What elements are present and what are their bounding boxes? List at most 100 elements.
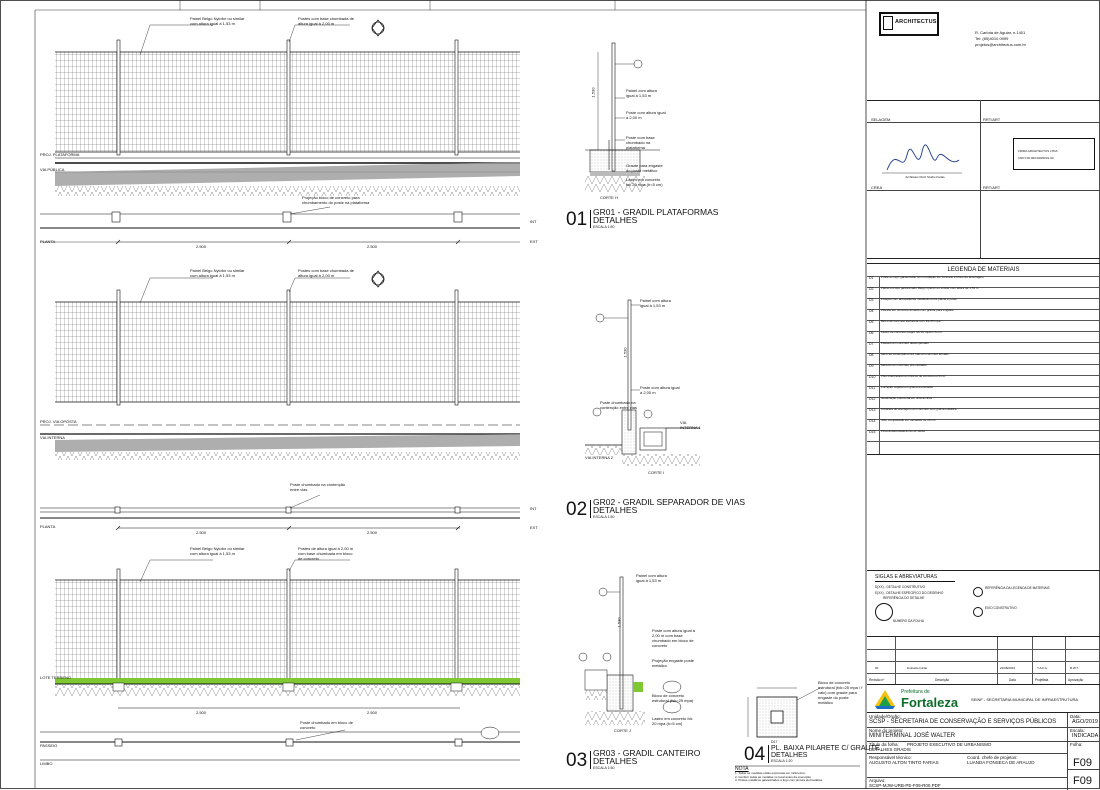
d2-ground-b: VIA INTERNA: [40, 435, 65, 440]
rrt-label-2: RRT/ART: [983, 185, 1001, 190]
col-revisao: Revisão nº: [869, 678, 885, 682]
sigla-3: REFERÊNCIA DA LEGENDA DE MATERIAIS: [985, 586, 1050, 590]
d2-title-rule: [590, 500, 591, 518]
d3-section-label: CORTE J: [614, 728, 632, 733]
legenda-col-rule: [879, 276, 880, 454]
firm-logo: ARCHITECTUS: [879, 12, 939, 36]
info-rule-5: [1067, 769, 1100, 770]
legenda-text: Passeio em concreto desempenado: [881, 342, 929, 345]
d4-title: PL. BAIXA PILARETE C/ GRAUTE: [771, 745, 880, 752]
legenda-code: D10: [869, 375, 876, 379]
nota-title: NOTA: [735, 766, 749, 772]
nota-line-2: 2. Conferir todas as medidas no local an…: [735, 774, 812, 779]
legenda-text: Pilarete em concreto armado com graute p…: [881, 309, 954, 312]
arquivo-value: SCSP-MJW-URB-PE-F09-R00.PDF: [869, 783, 941, 788]
d1-number: 01: [566, 209, 588, 230]
d4-number: 04: [744, 744, 766, 765]
data-value: AGO/2019: [1072, 719, 1098, 725]
d2-ground-a: PROJ. VIA OPOSTA: [40, 419, 77, 424]
coord-label: Coord. chefe de projetos:: [967, 755, 1018, 760]
d3-elevation: [55, 559, 520, 709]
d2-note-panel: Painel Belgo Nylofor ou similar com altu…: [190, 268, 245, 278]
d4-scale: ESCALA 1:20: [771, 759, 793, 763]
d3-sec-note-5: Lastro em concreto fck 20 mpa (h=5 cm): [652, 716, 693, 726]
firm-email: projetos@architectus.com.br: [975, 42, 1026, 47]
sigla-legend-ref-icon: [973, 587, 983, 597]
seal-rule-2: [867, 190, 1100, 191]
d1-subtitle: DETALHES: [593, 215, 638, 225]
seal-rule-1: [867, 122, 1100, 123]
d1-plan: [40, 206, 520, 245]
legenda-title: LEGENDA DE MATERIAIS: [867, 264, 1100, 277]
firm-header: ARCHITECTUS R. Carlota de Aguiar, n.1401…: [867, 0, 1100, 101]
resp-value: AUGUSTO ALTON TINTO FARIAS: [869, 760, 939, 765]
d2-sec-note-1: Painel com altura igual à 1,53 m: [640, 298, 671, 308]
legenda-text: Lastro de concreto magro fck 20 mpa h=5 …: [881, 331, 942, 334]
firm-logo-text: ARCHITECTUS: [895, 19, 937, 25]
seal-area: SELAGEM RRT/ART Architetus Diniz Studio …: [867, 100, 1100, 259]
legenda-code: D5: [869, 320, 874, 324]
d3-sec-note-1: Painel com altura igual à 1,53 m: [636, 573, 667, 583]
d2-sec-note-2: Poste com altura igual à 2,00 m: [640, 385, 680, 395]
legenda-text: Canaleta de drenagem em concreto com gre…: [881, 408, 957, 411]
rev-col-rule-2: [997, 637, 998, 685]
titulo-label: Título da folha:: [869, 742, 899, 747]
sigla-1: D(XX) - DETALHE CONSTRUTIVO: [875, 585, 926, 589]
legenda-code: D6: [869, 331, 874, 335]
firm-phone: Tel: (85)4010 0999: [975, 36, 1009, 41]
d1-section: [585, 42, 660, 192]
rev-aprovacao: B.W.T.: [1070, 666, 1079, 670]
sigla-4: REFERÊNCIA DO DETALHE: [883, 596, 925, 600]
d2-dim-2: 2.500: [367, 530, 378, 535]
rev-col-rule-3: [1032, 637, 1033, 685]
siglas-block: SIGLAS E ABREVIATURAS D(XX) - DETALHE CO…: [867, 570, 1100, 637]
d3-dim-1: 2.500: [196, 710, 207, 715]
folha-value-2: F09: [1073, 775, 1092, 787]
seinf-label: SEINF - SECRETARIA MUNICIPAL DE INFRAEST…: [971, 697, 1079, 702]
d1-section-label: CORTE H: [600, 195, 618, 200]
projeto-label: Nome do projeto:: [869, 728, 904, 733]
d1-ground-a: PROJ. PLATAFORMA: [40, 152, 80, 157]
d3-ground-b: PASSEIO: [40, 743, 58, 748]
d1-sec-note-3: Poste com base chumbado na plataforma: [626, 135, 655, 150]
rev-rule-1: [867, 649, 1100, 650]
project-info: Unidade/Órgão: SCSP - SECRETARIA DE CONS…: [867, 712, 1100, 790]
d3-note-post: Postes de altura igual à 2,00 m com base…: [298, 546, 354, 561]
prefeitura-logo-icon: [875, 690, 895, 709]
d2-height: 1.530: [622, 347, 628, 358]
info-rule-2: [867, 741, 1100, 742]
d3-height: 1.530: [616, 617, 622, 628]
d2-scale: ESCALA 1:50: [593, 515, 615, 519]
d1-ground-b: VIA PÚBLICA: [40, 167, 65, 172]
d2-planta: PLANTA: [40, 524, 56, 529]
d1-title: GR01 - GRADIL PLATAFORMAS: [593, 207, 719, 217]
d4-tag: D17: [771, 740, 778, 744]
rev-col-rule-4: [1065, 637, 1066, 685]
sigla-2: E(XX) - DETALHE ESPECÍFICO DO DESENHO: [875, 591, 944, 595]
info-col-rule: [1067, 713, 1068, 790]
title-block: ARCHITECTUS R. Carlota de Aguiar, n.1401…: [867, 0, 1100, 790]
d1-dim-1: 2.500: [196, 244, 207, 249]
d3-note-panel: Painel Belgo Nylofor ou similar com altu…: [190, 546, 245, 556]
sigla-5: EIXO CONSTRUTIVO: [985, 606, 1017, 610]
stamp-line-2: CNPJ 00.000.000/0001-00: [1018, 156, 1054, 160]
d3-number: 03: [566, 750, 588, 771]
d3-plan: [40, 726, 520, 761]
stamp-box: FIRMA ARCHITECTUS LTDA CNPJ 00.000.000/0…: [1013, 138, 1095, 170]
d4-subtitle: DETALHES: [771, 752, 808, 759]
rev-col-rule-1: [895, 637, 896, 685]
sigla-6: NÚMERO DA FOLHA: [893, 619, 924, 623]
col-projetista: Projetista: [1035, 678, 1049, 682]
d3-dim-2: 2.500: [367, 710, 378, 715]
d3-title-rule: [590, 751, 591, 769]
d1-note-post: Postes com base chumbada de altura igual…: [298, 16, 355, 26]
unidade-value: SCSP - SECRETARIA DE CONSERVAÇÃO E SERVI…: [869, 719, 1057, 725]
d1-sec-note-4: Graute para engaste do poste metálico: [626, 163, 663, 173]
